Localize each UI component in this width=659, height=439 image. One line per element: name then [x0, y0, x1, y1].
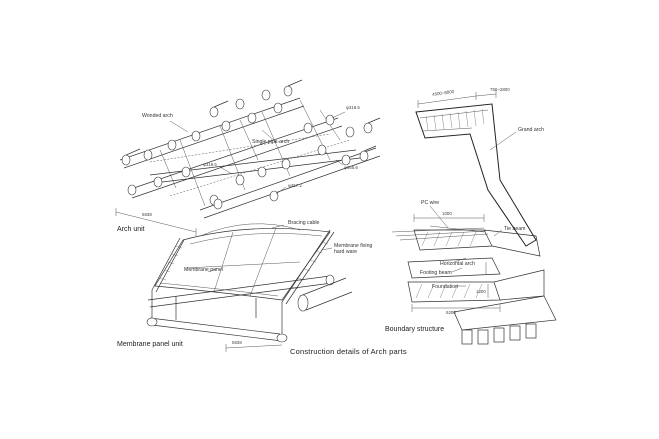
label-horizontal-arch: Horizontal arch: [440, 261, 475, 267]
label-membrane-span-dim: 5838: [232, 340, 242, 345]
label-membrane-fixing-hardware: Membrane fixing hard ware: [334, 243, 373, 255]
label-top-dim-b: 750~2800: [490, 87, 510, 92]
boundary-structure-drawing: [391, 90, 557, 345]
label-dim-1000: 1000: [442, 211, 452, 216]
figure-title: Construction details of Arch parts: [290, 347, 407, 356]
label-tie-beam: Tie beam: [504, 226, 526, 232]
membrane-panel-drawing: [146, 223, 353, 352]
arch-unit-drawing: [115, 79, 381, 236]
label-pipe-d: φ457.2: [288, 183, 302, 188]
label-pipe-a: φ318.5: [346, 105, 360, 110]
boundary-structure-heading: Boundary structure: [385, 326, 445, 333]
label-dim-5200: 5200: [446, 310, 456, 315]
label-grand-arch: Grand arch: [518, 127, 544, 133]
label-single-pipe-arch: Single pipe arch: [252, 139, 290, 145]
label-footing-beam: Footing beam: [420, 270, 452, 276]
label-pc-wire: PC wire: [421, 200, 440, 206]
label-wonded-arch: Wonded arch: [142, 113, 173, 119]
label-arch-span-dim: 5838: [142, 212, 152, 217]
label-pipe-c: φ355.6: [344, 165, 358, 170]
arch-unit-heading: Arch unit: [117, 226, 145, 233]
label-pipe-b: φ318.5: [203, 162, 217, 167]
label-dim-1200: 1200: [476, 289, 486, 294]
label-membrane-panel: Membrane panel: [184, 267, 223, 273]
label-foundation: Foundation: [432, 284, 458, 290]
label-bracing-cable: Bracing cable: [288, 220, 320, 226]
membrane-panel-unit-heading: Membrane panel unit: [117, 341, 183, 348]
